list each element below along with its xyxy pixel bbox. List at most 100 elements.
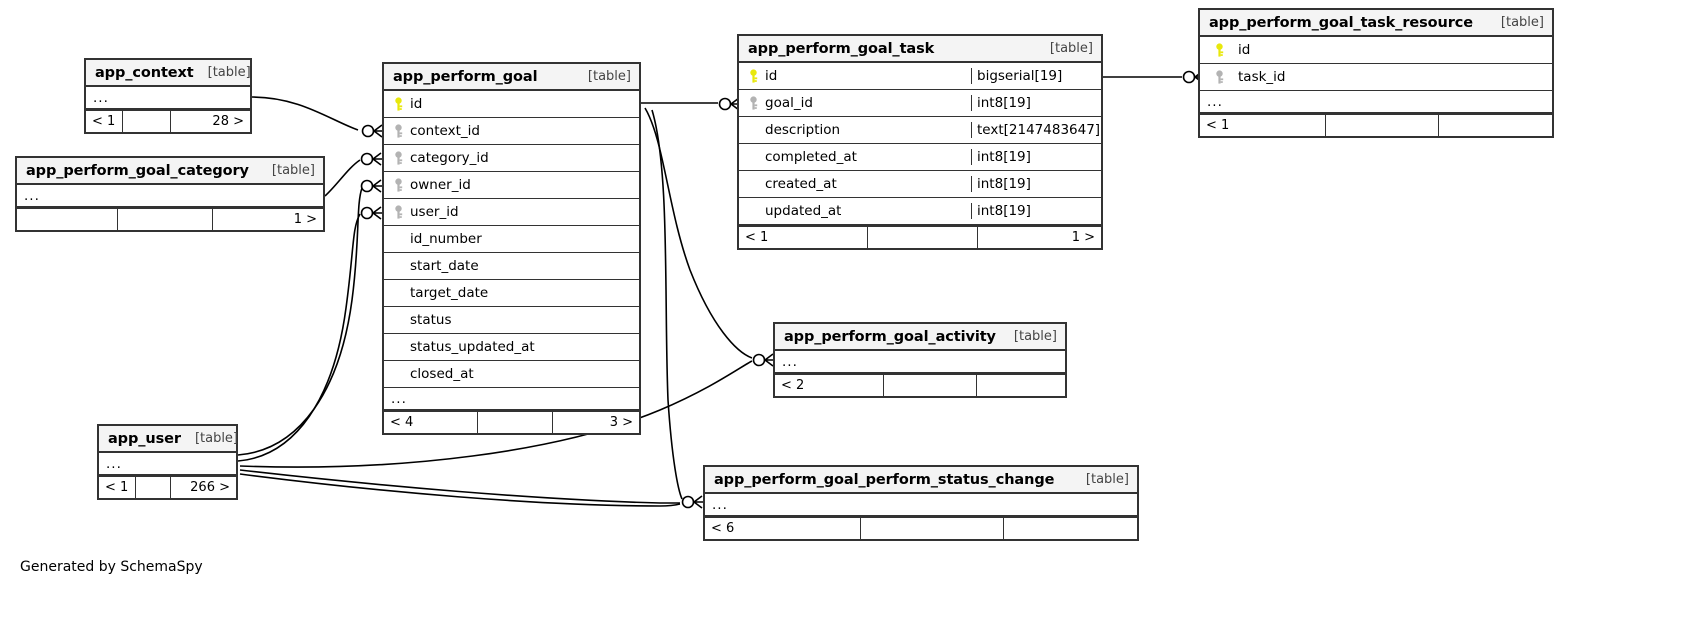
footer-cell-left[interactable]: < 6 — [711, 521, 735, 536]
table-title: app_perform_goal — [393, 68, 538, 85]
column-row[interactable]: status_updated_at — [384, 334, 639, 361]
footer-cell-right[interactable] — [1438, 115, 1552, 136]
column-name-cell: id — [384, 96, 639, 112]
footer-cell-left[interactable]: < 1 — [1206, 118, 1230, 133]
column-name-cell: completed_at — [739, 149, 971, 165]
footer-cell-right[interactable] — [1003, 518, 1137, 539]
column-row[interactable]: id — [1200, 37, 1552, 64]
column-row[interactable]: user_id — [384, 199, 639, 226]
table-app_perform_goal_perform_status_change[interactable]: app_perform_goal_perform_status_change[t… — [703, 465, 1139, 541]
column-name-cell: goal_id — [739, 95, 971, 111]
foreign-key-icon — [390, 205, 406, 219]
table-footer: < 1 1 > — [739, 225, 1101, 248]
primary-key-icon — [1206, 43, 1232, 57]
footer-cell-right[interactable]: 1 > — [212, 209, 323, 230]
table-footer: < 1 266 > — [99, 475, 236, 498]
column-row[interactable]: start_date — [384, 253, 639, 280]
table-footer: < 1 — [1200, 113, 1552, 136]
table-footer: < 1 28 > — [86, 109, 250, 132]
column-name: completed_at — [765, 149, 857, 165]
footer-cell-middle — [135, 477, 170, 498]
column-name: goal_id — [765, 95, 813, 111]
foreign-key-icon — [1206, 70, 1232, 84]
footer-cell-right[interactable] — [976, 375, 1065, 396]
footer-cell-right[interactable]: 28 > — [170, 111, 250, 132]
column-row[interactable]: target_date — [384, 280, 639, 307]
foreign-key-icon — [745, 96, 761, 110]
column-name: owner_id — [410, 177, 471, 193]
footer-cell-right[interactable]: 1 > — [977, 227, 1101, 248]
column-row[interactable]: id_number — [384, 226, 639, 253]
column-name-cell: id — [1200, 42, 1552, 58]
column-name-cell: user_id — [384, 204, 639, 220]
footer-cell-left[interactable] — [17, 209, 117, 230]
footer-cell-right[interactable]: 266 > — [170, 477, 236, 498]
more-columns-ellipsis: ... — [705, 494, 1137, 516]
column-name-cell: owner_id — [384, 177, 639, 193]
column-name: created_at — [765, 176, 837, 192]
column-name-cell: status_updated_at — [384, 339, 639, 355]
more-columns-ellipsis: ... — [1200, 91, 1552, 113]
column-name: status_updated_at — [410, 339, 535, 355]
table-title: app_perform_goal_category — [26, 162, 249, 179]
column-type: int8[19] — [971, 203, 1101, 219]
column-row[interactable]: status — [384, 307, 639, 334]
edge-user-status — [239, 469, 680, 504]
table-footer: < 6 — [705, 516, 1137, 539]
footer-cell-middle — [867, 227, 977, 248]
connector-circle-user — [360, 206, 374, 220]
table-header-app_perform_goal_perform_status_change: app_perform_goal_perform_status_change[t… — [705, 467, 1137, 494]
column-row[interactable]: task_id — [1200, 64, 1552, 91]
column-name-cell: context_id — [384, 123, 639, 139]
column-name-cell: status — [384, 312, 639, 328]
column-row[interactable]: completed_at int8[19] — [739, 144, 1101, 171]
column-type: int8[19] — [971, 149, 1101, 165]
table-header-app_perform_goal_category: app_perform_goal_category [table] — [17, 158, 323, 185]
table-header-app_context: app_context[table] — [86, 60, 251, 87]
column-row[interactable]: created_at int8[19] — [739, 171, 1101, 198]
column-type: int8[19] — [971, 176, 1101, 192]
table-title: app_perform_goal_task — [748, 40, 935, 57]
footer-cell-left[interactable]: < 1 — [92, 114, 116, 129]
column-name-cell: start_date — [384, 258, 639, 274]
foreign-key-icon — [390, 178, 406, 192]
footer-cell-left[interactable]: < 2 — [781, 378, 805, 393]
column-row[interactable]: context_id — [384, 118, 639, 145]
connector-circle-context — [361, 124, 375, 138]
table-app_perform_goal_activity[interactable]: app_perform_goal_activity[table]...< 2 — [773, 322, 1067, 398]
column-name-cell: closed_at — [384, 366, 639, 382]
table-header-app_user: app_user[table] — [99, 426, 238, 453]
connector-circle-status — [681, 495, 695, 509]
column-name-cell: id_number — [384, 231, 639, 247]
column-name: task_id — [1238, 69, 1286, 85]
column-row[interactable]: id — [384, 91, 639, 118]
column-row[interactable]: category_id — [384, 145, 639, 172]
table-app_perform_goal_category[interactable]: app_perform_goal_category[table]...1 > — [15, 156, 325, 232]
column-name: context_id — [410, 123, 480, 139]
column-name: id_number — [410, 231, 482, 247]
footer-cell-left[interactable]: < 1 — [745, 230, 769, 245]
table-kind-label: [table] — [1013, 329, 1057, 344]
footer-cell-left[interactable]: < 1 — [105, 480, 129, 495]
edge-user-status-2 — [239, 473, 681, 507]
column-type: text[2147483647] — [971, 122, 1101, 138]
table-header-app_perform_goal_task_resource: app_perform_goal_task_resource[table] — [1200, 10, 1552, 37]
table-kind-label: [table] — [271, 163, 315, 178]
table-app_perform_goal_task_resource[interactable]: app_perform_goal_task_resource[table]id t… — [1198, 8, 1554, 138]
table-footer: 1 > — [17, 207, 323, 230]
connector-circle-taskresource — [1182, 70, 1196, 84]
column-row[interactable]: owner_id — [384, 172, 639, 199]
table-kind-label: [table] — [1085, 472, 1129, 487]
footer-cell-left[interactable]: < 4 — [390, 415, 414, 430]
footer-cell-right[interactable]: 3 > — [552, 412, 639, 433]
column-row[interactable]: closed_at — [384, 361, 639, 388]
